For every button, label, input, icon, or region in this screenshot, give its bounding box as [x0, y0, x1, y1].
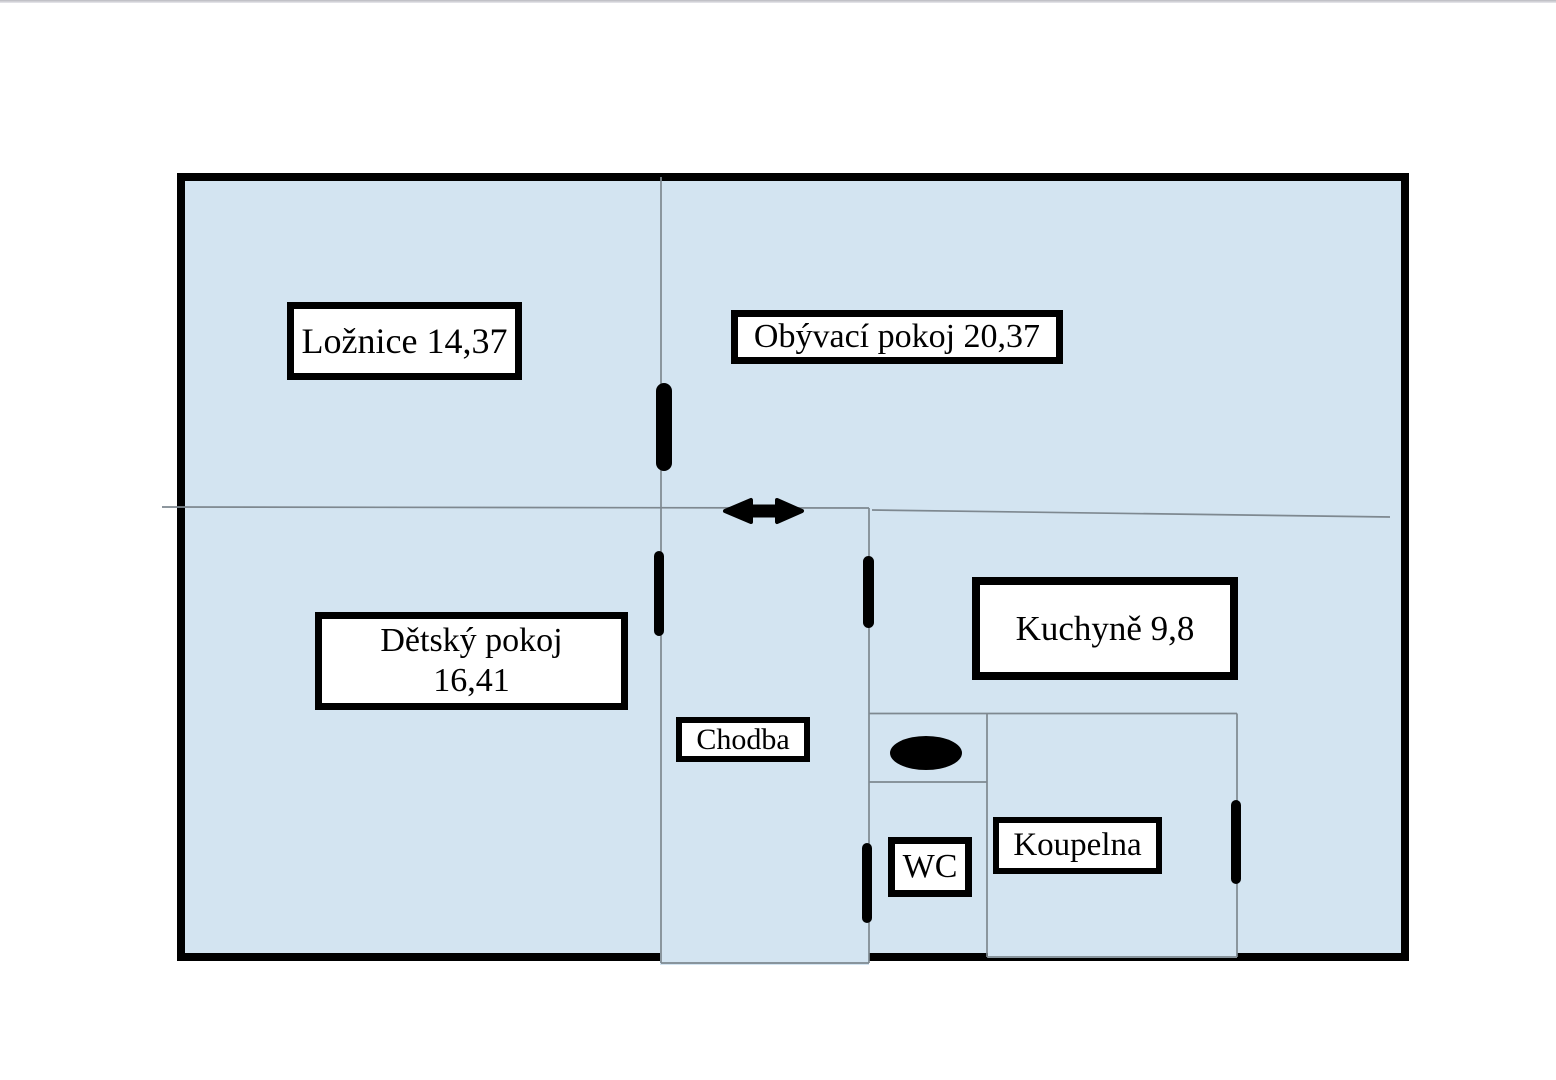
room-label-obyvaci-pokoj: Obývací pokoj 20,37 — [731, 310, 1063, 364]
room-label-detsky-pokoj-line1: Dětský pokoj — [380, 621, 563, 659]
top-hairline — [0, 0, 1556, 3]
door-marker-bathroom — [1231, 800, 1241, 884]
room-label-detsky-pokoj: Dětský pokoj 16,41 — [315, 612, 628, 710]
room-label-loznice-text: Ložnice 14,37 — [301, 320, 508, 361]
door-markers — [654, 383, 1241, 923]
room-label-wc-text: WC — [902, 847, 958, 885]
door-marker-kitchen — [863, 556, 874, 628]
room-label-kuchyne: Kuchyně 9,8 — [972, 577, 1238, 680]
entrance-arrow-icon — [723, 498, 804, 524]
door-marker-wc — [862, 843, 872, 923]
room-label-chodba: Chodba — [676, 717, 810, 762]
room-label-detsky-pokoj-line2: 16,41 — [433, 662, 510, 699]
room-label-wc: WC — [888, 837, 972, 897]
room-label-chodba-text: Chodba — [696, 722, 790, 756]
door-marker-children-room — [654, 551, 664, 636]
room-label-obyvaci-pokoj-text: Obývací pokoj 20,37 — [753, 317, 1041, 355]
toilet-ellipse-icon — [890, 736, 962, 770]
wall-mid-right — [871, 509, 1391, 518]
room-label-loznice: Ložnice 14,37 — [287, 302, 522, 380]
room-label-kuchyne-text: Kuchyně 9,8 — [1015, 608, 1195, 648]
room-label-koupelna: Koupelna — [993, 817, 1162, 874]
room-label-koupelna-text: Koupelna — [1013, 827, 1142, 864]
door-marker-bedroom-living — [656, 383, 672, 471]
